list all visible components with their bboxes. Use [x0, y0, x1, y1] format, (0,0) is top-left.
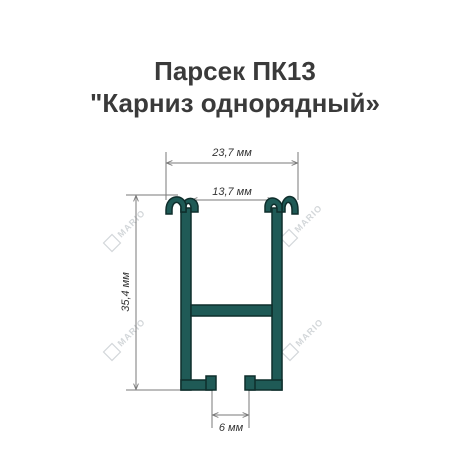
title-line-2: "Карниз однорядный»: [90, 88, 380, 118]
watermark-logo-3: MARIO: [102, 317, 148, 362]
profile-left-wall: [180, 207, 192, 391]
watermark-text-1: MARIO: [116, 208, 148, 240]
watermark-group: MARIO MARIO MARIO MARIO: [102, 203, 326, 362]
label-inner-width: 13,7 мм: [212, 186, 252, 198]
dimension-slot-width: 6 мм: [211, 385, 250, 434]
profile-right-hook: [264, 197, 283, 213]
watermark-logo-4: MARIO: [280, 317, 326, 362]
profile-left-hook-curl: [165, 196, 187, 215]
dimension-overall-width: 23,7 мм: [165, 147, 299, 200]
profile-right-hook-curl: [281, 195, 299, 215]
watermark-text-4: MARIO: [294, 317, 326, 349]
dimension-inner-width: 13,7 мм: [192, 186, 273, 200]
title-line-1: Парсек ПК13: [154, 56, 316, 86]
profile-right-wall: [271, 207, 283, 391]
watermark-text-3: MARIO: [116, 317, 148, 349]
label-height: 35,4 мм: [120, 272, 132, 312]
profile-slot-lip-left: [205, 375, 217, 391]
label-slot-width: 6 мм: [219, 422, 244, 434]
profile-slot-lip-right: [244, 375, 256, 391]
label-overall-width: 23,7 мм: [211, 147, 252, 159]
watermark-logo-2: MARIO: [279, 203, 324, 248]
profile-crossbar: [190, 304, 273, 317]
profile-cross-section: [165, 195, 299, 391]
watermark-logo-1: MARIO: [102, 208, 148, 253]
